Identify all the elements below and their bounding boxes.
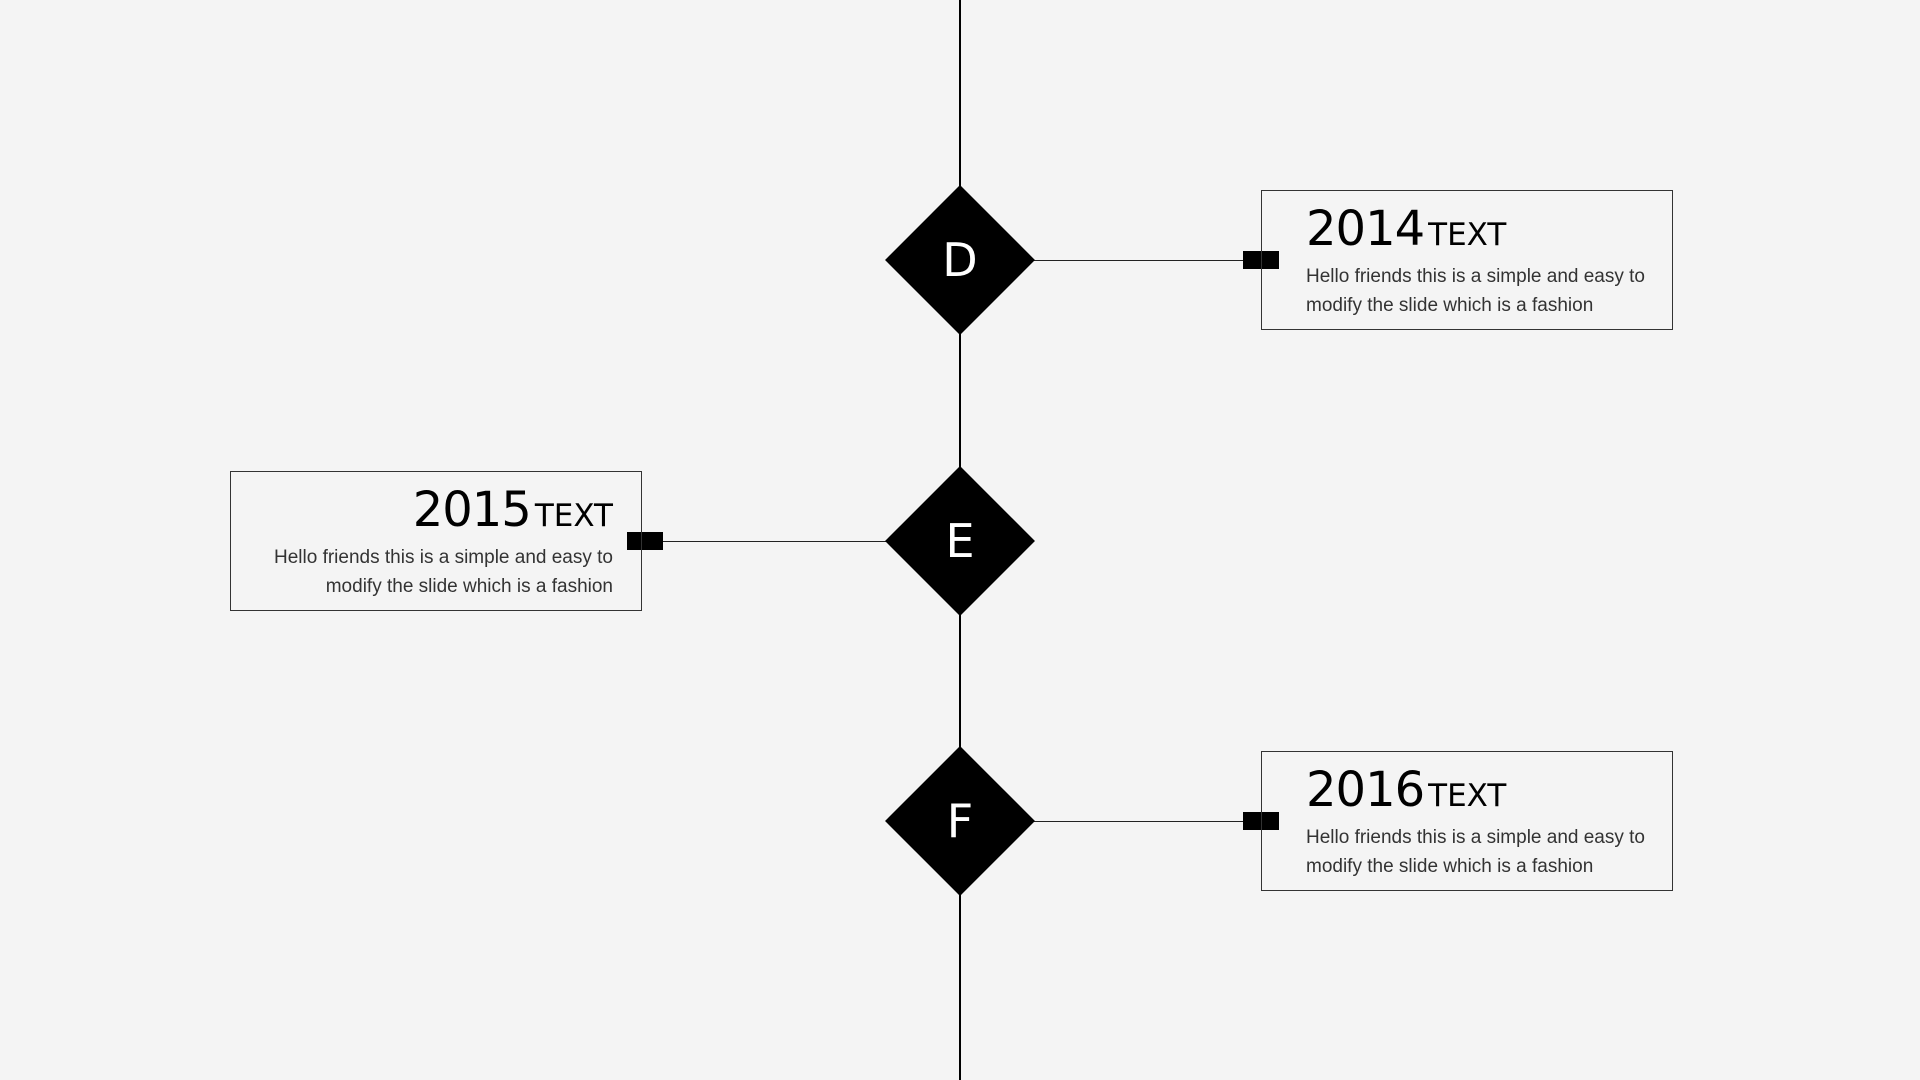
card-label: TEXT [1428,778,1507,814]
node-letter-d: D [942,233,978,287]
card-description: Hello friends this is a simple and easy … [274,547,613,597]
connector-line-e [646,541,886,542]
connector-line-f [1034,821,1254,822]
card-year: 2016 [1306,762,1425,818]
card-year: 2015 [412,482,532,538]
card-description: Hello friends this is a simple and easy … [1306,266,1645,316]
card-label: TEXT [534,498,613,534]
node-letter-f: F [946,794,974,848]
card-description: Hello friends this is a simple and easy … [1306,827,1645,877]
connector-tab-e [627,532,663,550]
connector-line-d [1034,260,1254,261]
card-year: 2014 [1306,201,1425,257]
card-label: TEXT [1428,217,1507,253]
node-letter-e: E [945,514,975,568]
